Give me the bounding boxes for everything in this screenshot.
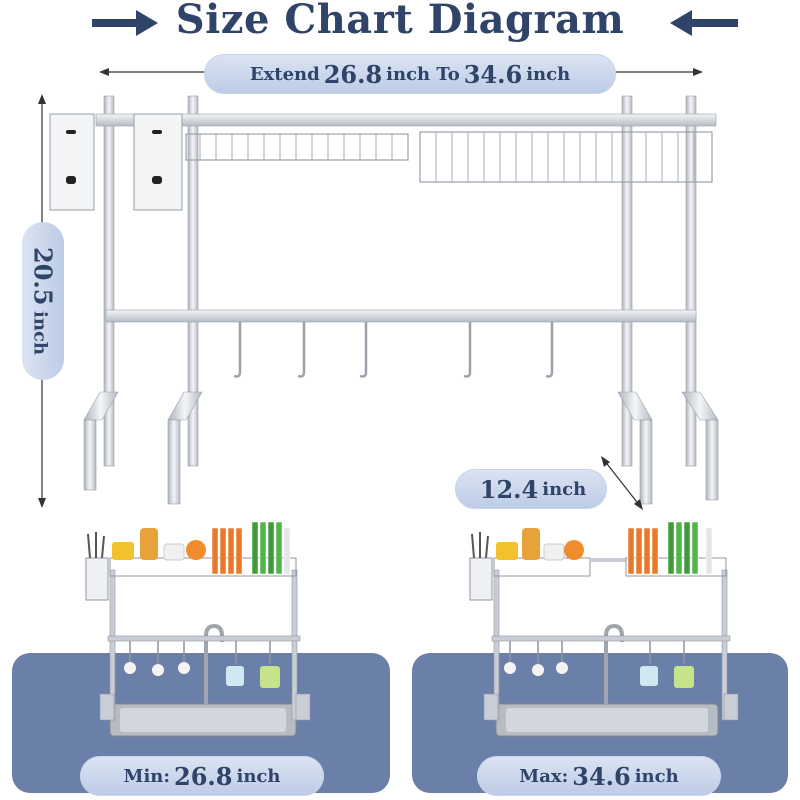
width-label-pill: Extend 26.8 inch To 34.6 inch	[204, 54, 616, 94]
arrow-left-icon	[670, 10, 738, 36]
height-label-pill: 20.5 inch	[22, 222, 64, 380]
arrow-right-icon	[92, 10, 158, 36]
width-prefix: Extend	[249, 63, 320, 85]
depth-dimension-line	[601, 456, 643, 510]
min-label-pill: Min: 26.8 inch	[80, 756, 324, 796]
width-mid-text: inch To	[386, 63, 460, 85]
depth-value: 12.4	[479, 474, 539, 504]
depth-label-pill: 12.4 inch	[455, 469, 607, 509]
max-label-pill: Max: 34.6 inch	[477, 756, 721, 796]
page-title: Size Chart Diagram	[175, 0, 625, 43]
max-width-scene	[469, 521, 739, 737]
width-unit: inch	[526, 63, 571, 85]
dish-rack-illustration	[49, 95, 719, 505]
max-prefix: Max:	[519, 765, 569, 787]
min-width-scene	[85, 521, 311, 737]
min-prefix: Min:	[123, 765, 171, 787]
width-max-value: 34.6	[463, 59, 523, 89]
depth-unit: inch	[542, 478, 587, 500]
width-min-value: 26.8	[323, 59, 383, 89]
max-unit: inch	[634, 765, 679, 787]
min-value: 26.8	[174, 761, 233, 791]
max-value: 34.6	[572, 761, 631, 791]
min-unit: inch	[236, 765, 281, 787]
